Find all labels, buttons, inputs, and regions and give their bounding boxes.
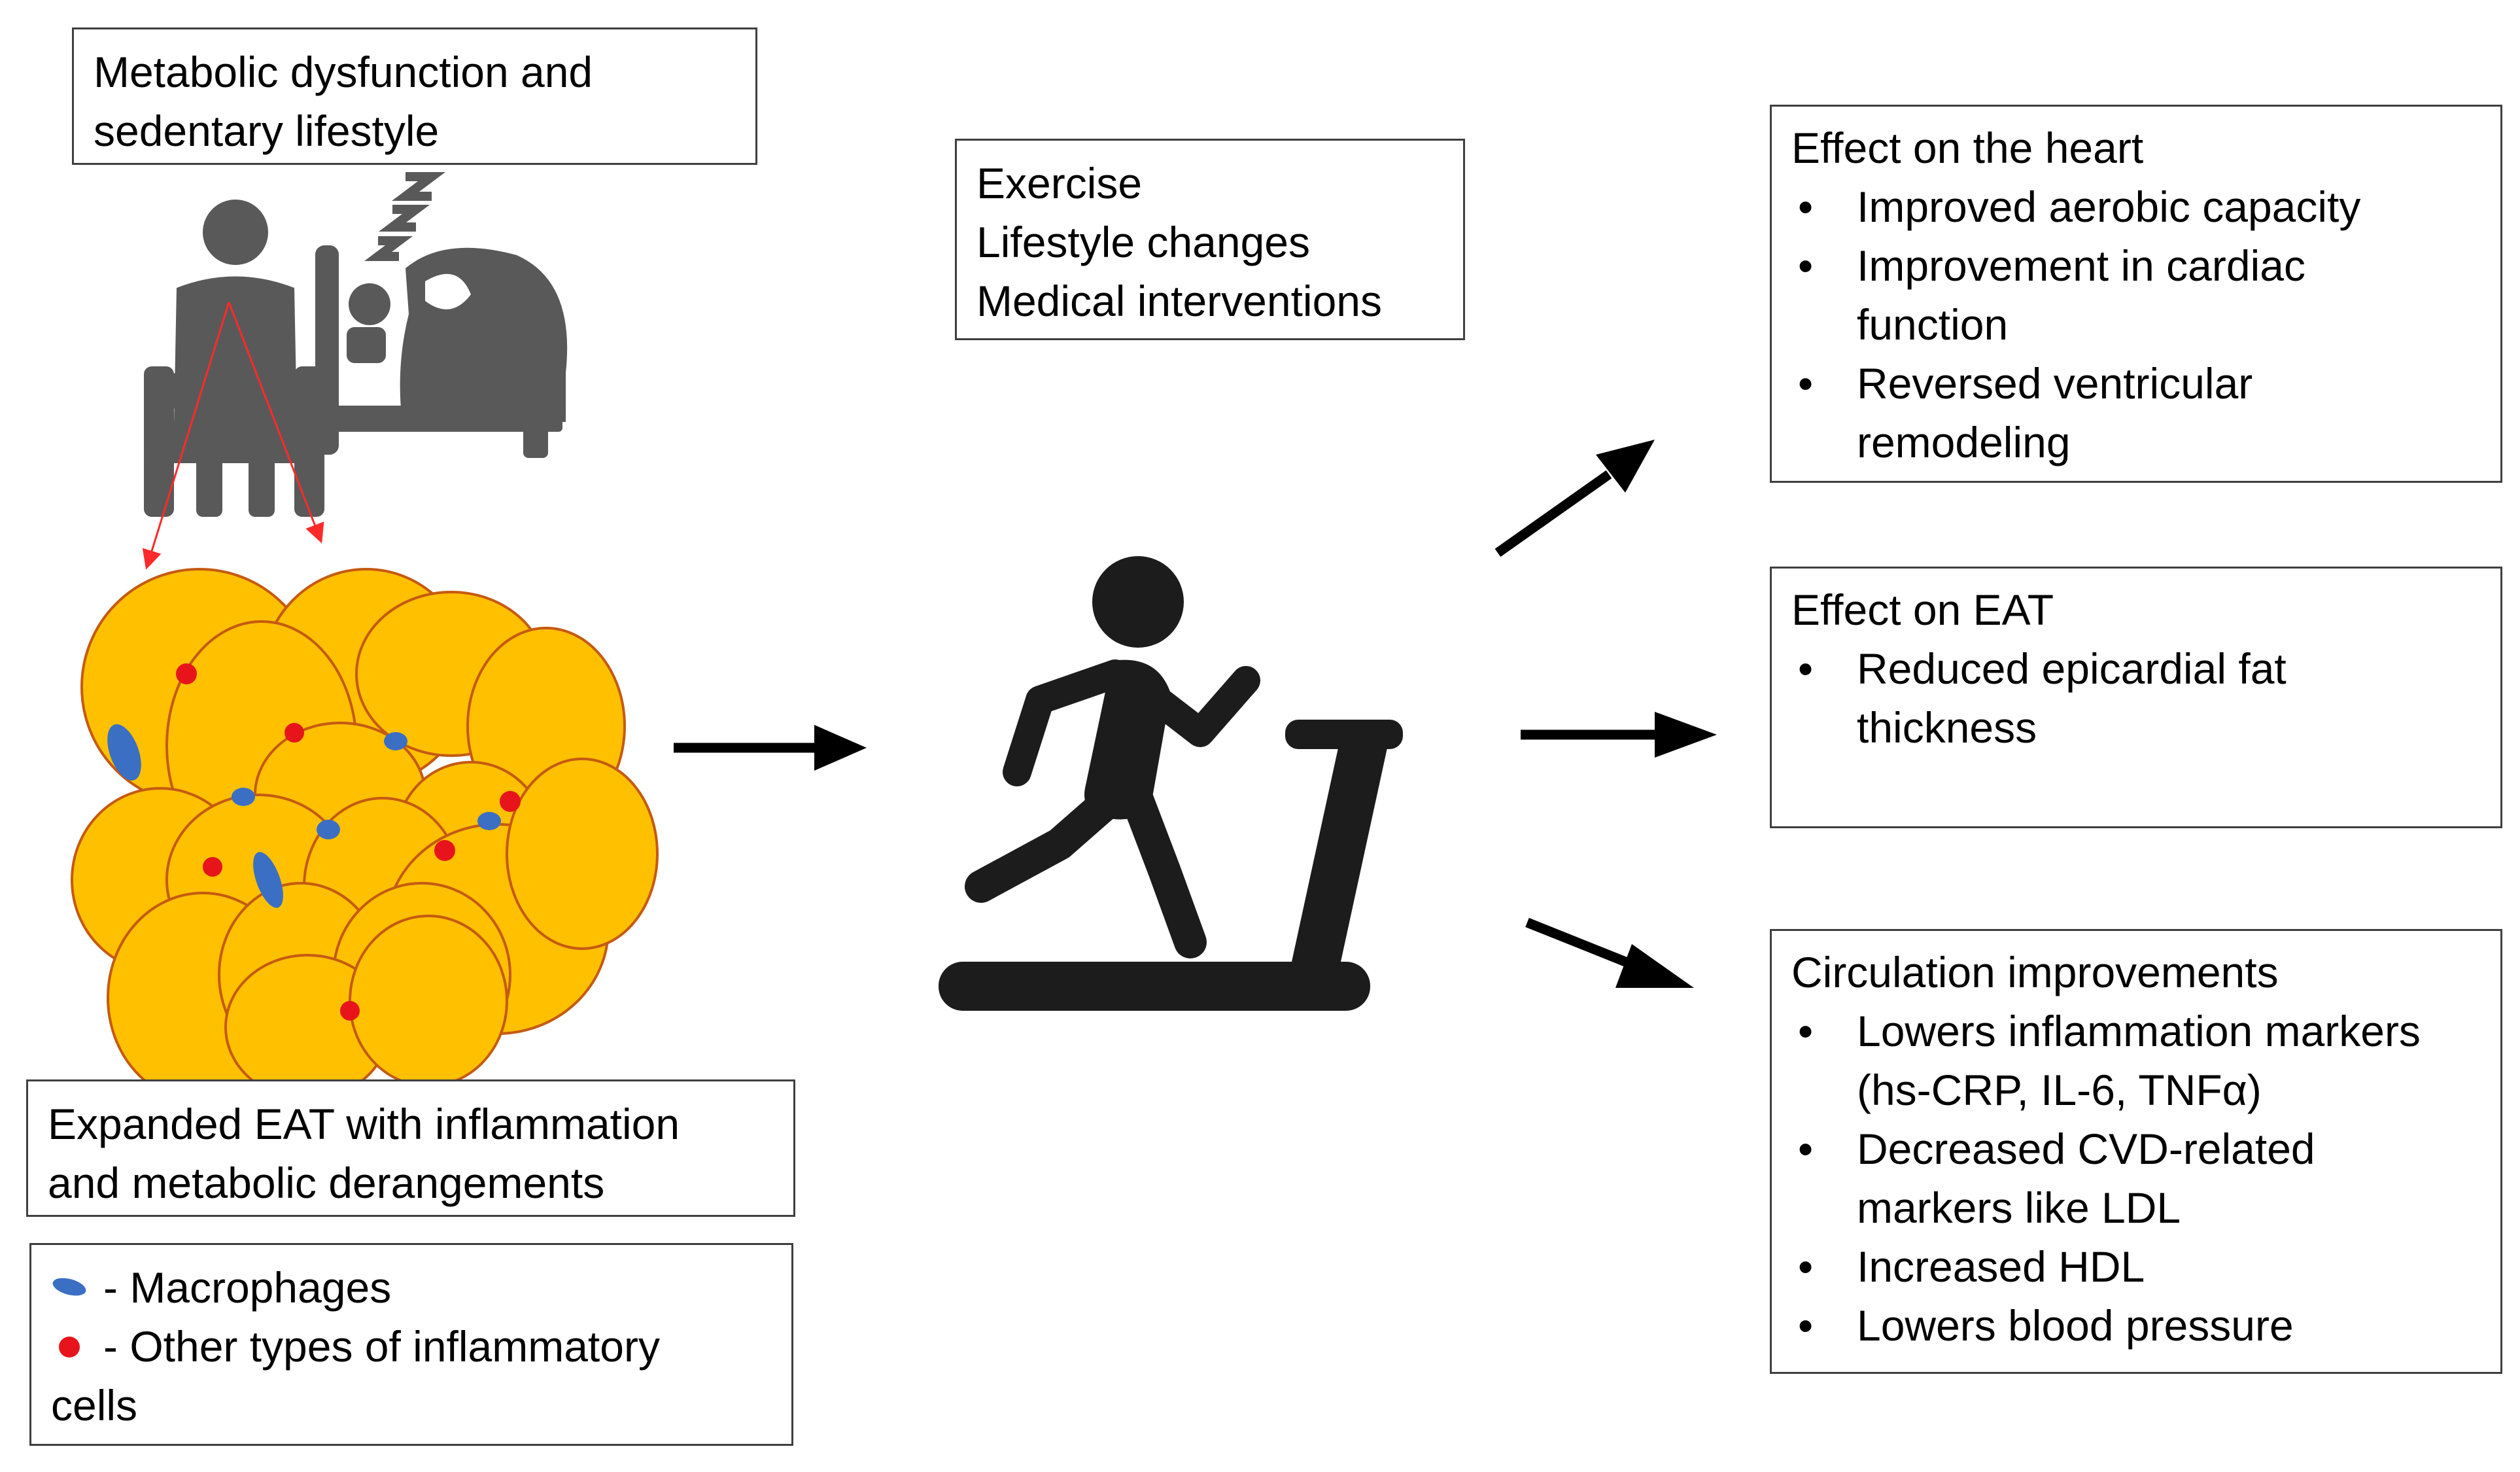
- cause-line-1: Metabolic dysfunction and: [94, 48, 593, 96]
- legend-inflammatory-cont: cells: [38, 1376, 772, 1435]
- intervention-exercise: Exercise: [976, 159, 1143, 207]
- legend-inflammatory-label-2: cells: [51, 1381, 138, 1429]
- inflammatory-cells: [176, 663, 521, 1021]
- circulation-box: Circulation improvements Lowers inflamma…: [1770, 929, 2502, 1374]
- inflammatory-swatch-icon: [59, 1337, 80, 1358]
- circulation-title: Circulation improvements: [1791, 948, 2279, 996]
- legend-box: - Macrophages - Other types of inflammat…: [29, 1243, 793, 1446]
- cause-line-2: sedentary lifestyle: [94, 107, 440, 155]
- intervention-lifestyle: Lifestyle changes: [976, 218, 1310, 266]
- sitting-person-icon: [144, 200, 324, 517]
- list-item: Improved aerobic capacity: [1791, 177, 2481, 236]
- legend-macrophages-row: - Macrophages: [38, 1258, 772, 1317]
- adipocyte-cluster: [71, 568, 659, 1104]
- eat-effect-title: Effect on EAT: [1791, 586, 2054, 634]
- intervention-medical: Medical interventions: [976, 277, 1382, 325]
- list-item: Increased HDL: [1791, 1237, 2481, 1296]
- expanded-eat-box: Expanded EAT with inflammation and metab…: [26, 1079, 795, 1217]
- eat-line-2: and metabolic derangements: [48, 1159, 605, 1207]
- pointer-lines: [142, 302, 324, 570]
- list-item: Lowers inflammation markers(hs-CRP, IL-6…: [1791, 1002, 2481, 1119]
- eat-line-1: Expanded EAT with inflammation: [48, 1100, 680, 1148]
- interventions-box: Exercise Lifestyle changes Medical inter…: [955, 139, 1465, 340]
- macrophage-cells: [107, 724, 501, 908]
- circulation-list: Lowers inflammation markers(hs-CRP, IL-6…: [1791, 1002, 2481, 1355]
- eat-effect-box: Effect on EAT Reduced epicardial fatthic…: [1770, 567, 2502, 828]
- sleeping-person-icon: [315, 245, 568, 458]
- runner-on-treadmill-icon: [939, 556, 1403, 1011]
- heart-effect-title: Effect on the heart: [1791, 124, 2144, 172]
- list-item: Lowers blood pressure: [1791, 1296, 2481, 1355]
- cause-box: Metabolic dysfunction and sedentary life…: [72, 27, 757, 165]
- legend-inflammatory-row: - Other types of inflammatory: [38, 1317, 772, 1376]
- flow-arrows: [674, 440, 1717, 988]
- macrophage-swatch-icon: [52, 1278, 86, 1296]
- legend-inflammatory-label: - Other types of inflammatory: [103, 1322, 660, 1371]
- heart-effect-box: Effect on the heart Improved aerobic cap…: [1770, 105, 2502, 483]
- heart-effect-list: Improved aerobic capacity Improvement in…: [1791, 177, 2481, 472]
- legend-macrophages-label: - Macrophages: [103, 1263, 392, 1312]
- snore-zzz-icon: [364, 172, 445, 261]
